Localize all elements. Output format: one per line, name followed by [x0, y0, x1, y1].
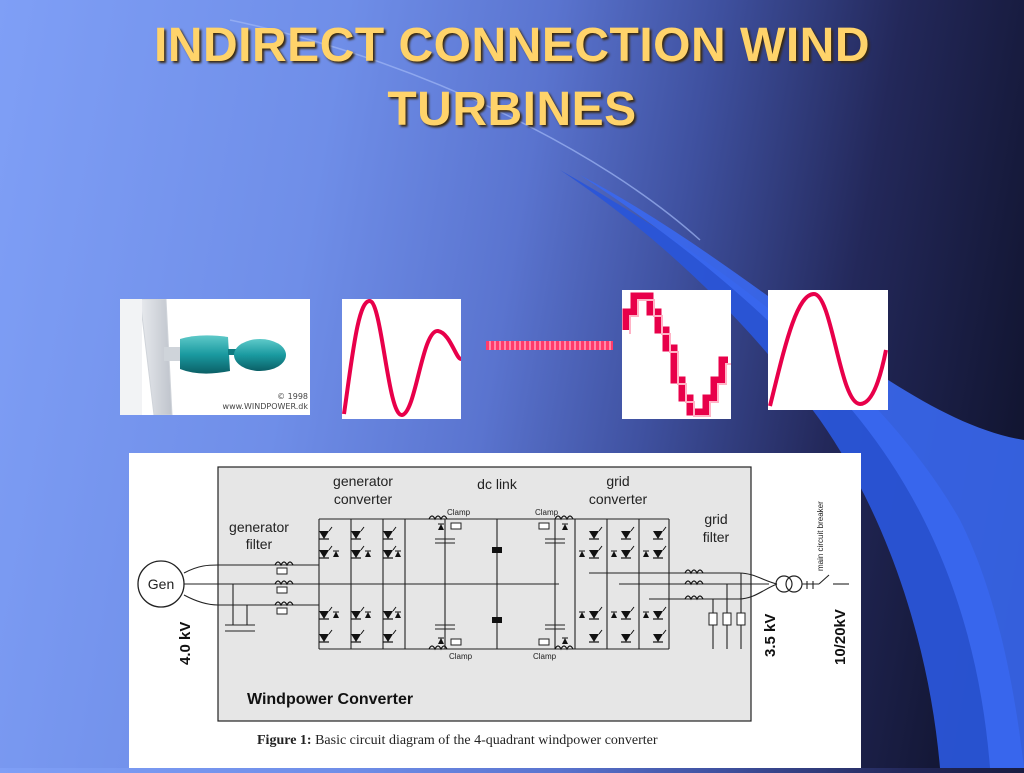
circuit-diagram: Gen 4.0 kV generator filter generator co…: [129, 453, 861, 768]
clamp-label-bottom-right: Clamp: [533, 652, 557, 661]
generator-converter-label-2: converter: [334, 491, 393, 507]
dc-link-label: dc link: [477, 476, 518, 492]
grid-sine-wave-image: [768, 290, 888, 410]
grid-converter-label-1: grid: [606, 473, 629, 489]
grid-filter-label-1: grid: [704, 511, 727, 527]
watermark-site: www.WINDPOWER.dk: [222, 402, 308, 411]
grid-filter-label-2: filter: [703, 529, 730, 545]
windpower-converter-title: Windpower Converter: [247, 691, 413, 708]
variable-frequency-wave-image: [342, 299, 461, 419]
figure-caption: Figure 1: Basic circuit diagram of the 4…: [257, 733, 658, 748]
generator-converter-label-1: generator: [333, 473, 393, 489]
slide-title: INDIRECT CONNECTION WIND TURBINES: [154, 19, 870, 136]
generator-filter-label-1: generator: [229, 519, 289, 535]
clamp-label-bottom-left: Clamp: [449, 652, 473, 661]
grid-converter-label-2: converter: [589, 491, 648, 507]
dc-line-image: [486, 341, 613, 350]
turbine-nacelle-image: © 1998 www.WINDPOWER.dk: [120, 299, 310, 415]
watermark-year: © 1998: [277, 392, 308, 401]
grid-voltage: 10/20kV: [832, 609, 849, 665]
clamp-label-top-left: Clamp: [447, 508, 471, 517]
clamp-label-top-right: Clamp: [535, 508, 559, 517]
main-circuit-breaker-label: main circuit breaker: [816, 501, 825, 571]
generator-filter-label-2: filter: [246, 536, 273, 552]
generator-label: Gen: [148, 576, 174, 592]
generator-voltage: 4.0 kV: [177, 622, 194, 665]
converter-voltage: 3.5 kV: [762, 614, 779, 657]
stepped-wave-image: [622, 290, 731, 419]
